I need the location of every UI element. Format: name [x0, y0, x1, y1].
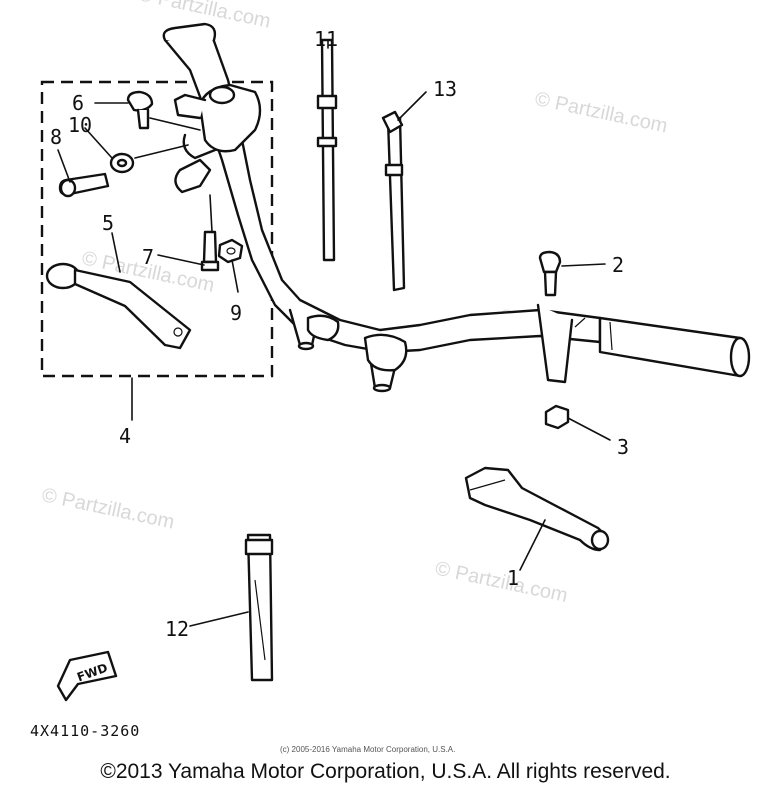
callout-6: 6 [72, 91, 84, 115]
callout-2: 2 [612, 253, 624, 277]
bolt-8 [58, 172, 110, 198]
callout-7: 7 [142, 245, 154, 269]
watermark: © Partzilla.com [433, 557, 569, 607]
callout-13: 13 [433, 77, 457, 101]
callout-1: 1 [507, 566, 519, 590]
cable-tie-11 [316, 38, 338, 262]
callout-10: 10 [68, 113, 92, 137]
nut-9 [217, 238, 244, 264]
callout-3: 3 [617, 435, 629, 459]
callout-9: 9 [230, 301, 242, 325]
lever-holder [173, 83, 262, 194]
diagram-code: 4X4110-3260 [30, 722, 140, 740]
watermark: © Partzilla.com [40, 484, 176, 534]
washer-10 [109, 152, 135, 174]
callout-numbers: 1 2 3 4 5 6 7 8 9 10 11 12 13 [50, 27, 629, 641]
nut-3 [544, 404, 570, 430]
leader-lines [57, 39, 611, 627]
copyright-text: ©2013 Yamaha Motor Corporation, U.S.A. A… [100, 760, 671, 783]
fwd-arrow-icon: FWD [56, 650, 118, 702]
callout-8: 8 [50, 125, 62, 149]
handlebar [162, 22, 751, 393]
watermark: © Partzilla.com [533, 88, 669, 138]
lever-5 [45, 262, 192, 350]
small-copyright: (c) 2005-2016 Yamaha Motor Corporation, … [280, 745, 455, 754]
callout-11: 11 [314, 27, 338, 51]
cable-tie-12 [244, 533, 274, 682]
callout-4: 4 [119, 424, 131, 448]
assembly-box [40, 80, 274, 378]
cable-tie-13 [381, 110, 406, 292]
callout-5: 5 [102, 211, 114, 235]
screw-6 [126, 90, 154, 130]
lever-1 [464, 466, 610, 552]
bolt-7 [200, 230, 220, 272]
callout-12: 12 [165, 617, 189, 641]
bolt-2 [538, 250, 562, 297]
